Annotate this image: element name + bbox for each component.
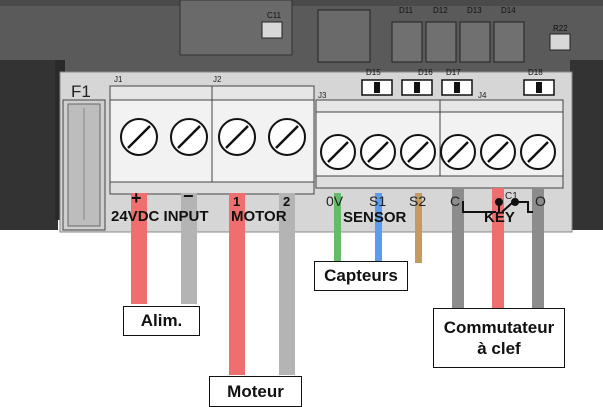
sensor-pin-s1-label: S1 <box>369 193 387 209</box>
callout-key-line2: à clef <box>477 339 521 358</box>
wire-sensor-0v <box>334 193 341 263</box>
key-switch-symbol <box>462 198 533 213</box>
screw-key-o <box>520 134 556 170</box>
wire-key-o <box>532 188 544 310</box>
screw-sensor-0v <box>320 134 356 170</box>
wire-power-minus <box>181 193 197 304</box>
callout-sensors: Capteurs <box>314 261 408 291</box>
pcb-right-edge <box>570 60 603 230</box>
motor-pin2-label: 2 <box>283 194 291 209</box>
callout-power: Alim. <box>123 306 200 336</box>
sensor-pin-0v-label: 0V <box>326 193 344 209</box>
motor-caption: MOTOR <box>231 208 287 225</box>
power-minus-label: − <box>183 186 194 206</box>
key-pin-c1-label: C1 <box>505 191 518 202</box>
callout-key-line1: Commutateur <box>443 317 555 337</box>
screw-key-c <box>440 134 476 170</box>
key-pin-c-label: C <box>450 193 461 209</box>
wire-motor-2 <box>279 193 295 375</box>
fuse-label: F1 <box>71 82 91 101</box>
wire-sensor-s2 <box>415 193 422 263</box>
connector-id-j2: J2 <box>213 75 222 84</box>
callout-key-switch: Commutateur à clef <box>433 308 565 368</box>
led-label-d17: D17 <box>446 68 461 77</box>
chip-r22 <box>549 33 571 51</box>
led-label-d15: D15 <box>366 68 381 77</box>
wire-sensor-s1 <box>375 193 382 263</box>
screw-sensor-s2 <box>400 134 436 170</box>
power-plus-label: + <box>131 188 142 208</box>
screw-key-c1 <box>480 134 516 170</box>
key-pin-o-label: O <box>535 193 546 209</box>
wire-power-plus <box>131 193 147 304</box>
sensor-caption: SENSOR <box>343 209 407 226</box>
screw-power-minus <box>170 118 208 156</box>
led-label-d16: D16 <box>418 68 433 77</box>
connector-id-j1: J1 <box>114 75 123 84</box>
pcb-left-edge <box>0 60 58 230</box>
chip-label-d14: D14 <box>501 6 516 15</box>
motor-pin1-label: 1 <box>233 194 241 209</box>
power-caption: 24VDC INPUT <box>111 208 209 225</box>
chip-d12 <box>425 21 457 63</box>
chip-label-d11: D11 <box>399 6 414 15</box>
wire-key-c <box>452 188 464 310</box>
component-square <box>317 9 371 63</box>
sensor-pin-s2-label: S2 <box>409 193 427 209</box>
chip-label-d12: D12 <box>433 6 448 15</box>
chip-label-c11: C11 <box>267 11 282 20</box>
chip-label-d13: D13 <box>467 6 482 15</box>
screw-motor-2 <box>268 118 306 156</box>
screw-power-plus <box>120 118 158 156</box>
callout-motor: Moteur <box>209 376 302 407</box>
chip-d13 <box>459 21 491 63</box>
chip-c11 <box>261 21 283 39</box>
screw-motor-1 <box>218 118 256 156</box>
led-row <box>361 79 555 96</box>
connector-id-j3: J3 <box>318 91 327 100</box>
wire-motor-1 <box>229 193 245 375</box>
connector-id-j4: J4 <box>478 91 487 100</box>
chip-label-r22: R22 <box>553 24 568 33</box>
chip-d14 <box>493 21 525 63</box>
wire-key-c1 <box>492 188 504 310</box>
screw-sensor-s1 <box>360 134 396 170</box>
led-label-d18: D18 <box>528 68 543 77</box>
key-caption: KEY <box>484 209 515 226</box>
chip-d11 <box>391 21 423 63</box>
